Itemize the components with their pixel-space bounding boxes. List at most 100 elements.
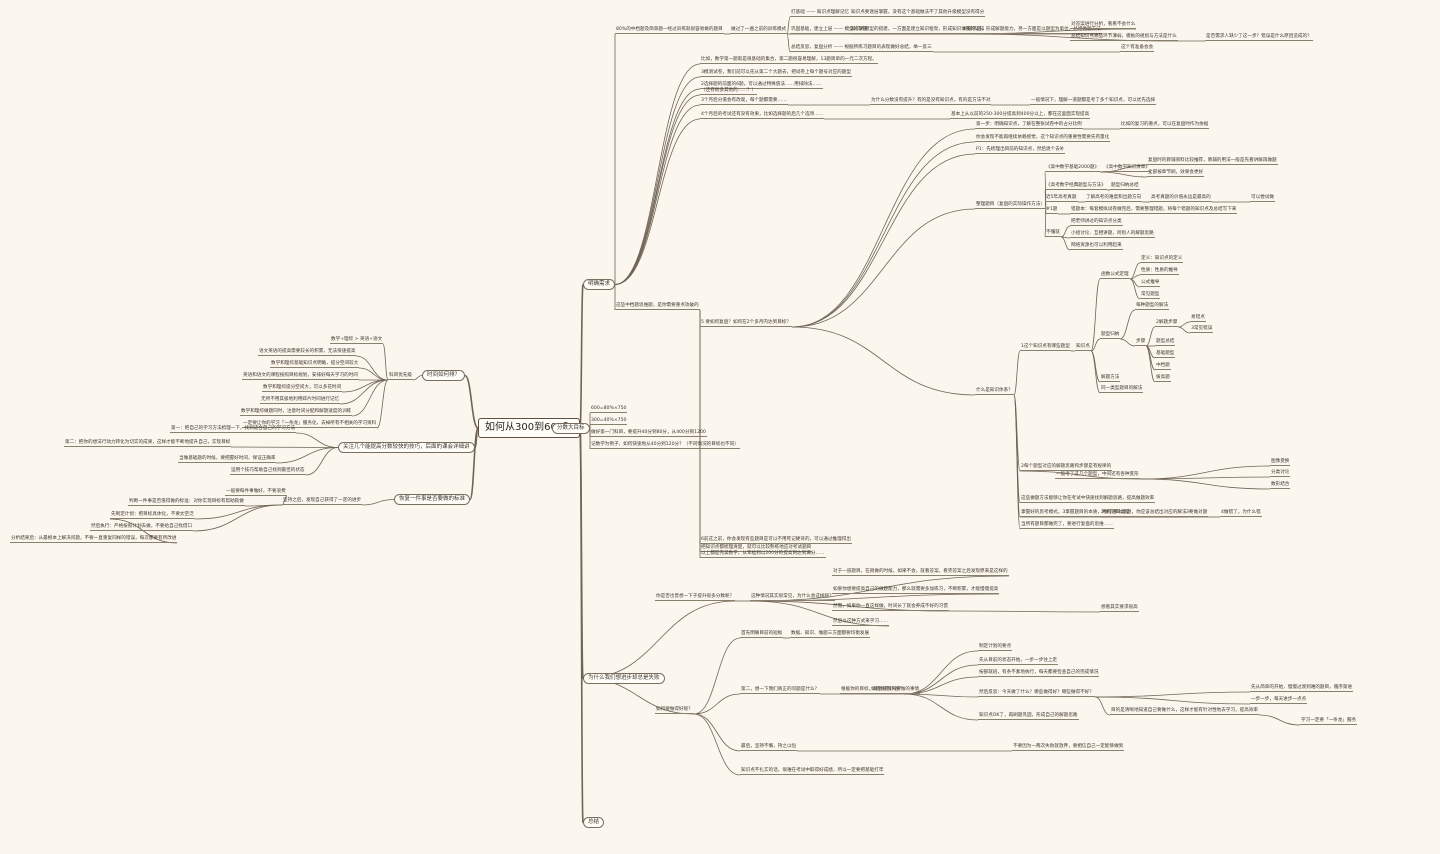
topic-node-n77[interactable]: 把知识点都梳理清楚，就可以比较熟练地应对考试题目 [700,545,813,552]
topic-node-n27[interactable]: P1：先梳理出目前的知识点，然后逐个去补 [975,147,1066,154]
branch-topic-b7[interactable]: 总结 [583,817,605,828]
topic-node-n24[interactable]: 第一步：明确知识点，了解在整张试卷中的占分比例 [975,122,1083,129]
topic-node-n7[interactable]: 刷题巩固，形成解题能力，另一方面是以题型为单位，总结做题方法 [962,27,1102,34]
topic-node-n109[interactable]: 首先明确目前的短板 [740,631,784,638]
topic-node-n46[interactable]: 1这个知识点有哪些题型 [1020,344,1071,351]
topic-node-n44[interactable]: 网络资源也可以利用起来 [1070,243,1123,250]
topic-node-n43[interactable]: 小组讨论、互相讲题，听别人的解题思路 [1070,231,1155,238]
topic-node-n40[interactable]: 错题本：每套模拟试卷做完后，需要整理错题，将每个错题的知识点及总结写下来 [1070,207,1238,214]
topic-node-n56[interactable]: 2解题步骤 [1155,320,1179,327]
topic-node-n21[interactable]: 基本上从以前的250-300分提高到400分以上，都在这里面实现提高 [950,112,1091,119]
topic-node-n75[interactable]: 当所有题目都做完了，要进行复盘的思维…… [1020,522,1114,529]
topic-node-n126[interactable]: 学习一定要「一条龙」服务 [1300,718,1358,725]
topic-node-n73[interactable]: 3要做对题 [1185,510,1209,517]
topic-node-n69[interactable]: 数形结合 [1270,482,1291,489]
topic-node-n53[interactable]: 题型归纳 [1100,332,1121,339]
topic-node-n115[interactable]: 先从目前的状态开始，一步一步往上走 [978,658,1059,665]
topic-node-n125[interactable]: 一步一步，每天进步一点点 [1250,697,1308,704]
topic-node-n79[interactable]: 600=80%×750 [590,406,628,413]
topic-node-n111[interactable]: 第二，想一下我们真正的问题是什么？ [740,687,821,694]
topic-node-n103[interactable]: 这种情况其实很常见，为什么会这样呢？ [750,594,835,601]
topic-node-n49[interactable]: 定义：知识点的定义 [1140,256,1184,263]
topic-node-n23[interactable]: 5 要如何复盘？如何在2个多月内达到目标？ [700,320,792,327]
topic-node-n114[interactable]: 制定计划的要点 [978,644,1013,651]
topic-node-n118[interactable]: 如何要做得好呢？ [655,707,694,714]
topic-node-n55[interactable]: 步骤 [1135,339,1147,346]
topic-node-n42[interactable]: 把老师讲过的知识点分类 [1070,219,1123,226]
topic-node-n66[interactable]: 一般考了这几个题型，中间还有各种变形 [1055,472,1140,479]
topic-node-n48[interactable]: 函数公式定理 [1100,272,1130,279]
topic-node-n122[interactable]: 知识点OK了，再刷题巩固，形成自己的解题思路 [978,713,1079,720]
topic-node-n67[interactable]: 图像变换 [1270,459,1291,466]
topic-node-n83[interactable]: 数学+理综 > 英语+语文 [330,337,384,344]
topic-node-n116[interactable]: 按部就班，有条不紊地执行，每天都要检查自己的完成情况 [978,670,1100,677]
topic-node-n34[interactable]: 题型归纳总结 [1110,183,1140,190]
topic-node-n58[interactable]: 3常见错误 [1190,326,1214,333]
topic-node-n6[interactable]: 知识点模型的搭建，一方面是建立知识框架，形成知识体系的认知 [850,27,986,34]
topic-node-n74[interactable]: 4做错了，为什么错 [1220,510,1262,517]
topic-node-n92[interactable]: 第一：把自己的学习方法梳理一下，找到适合自己的学习方法 [170,426,297,433]
topic-node-n33[interactable]: 《高考数学经典题型与方法》 [1045,183,1107,190]
topic-node-n29[interactable]: 《高中数学基础2000题》 [1045,165,1101,172]
topic-node-n98[interactable]: 先制定计划：把目标具体化，不要太空泛 [110,512,195,519]
topic-node-n2[interactable]: 做过了一遍之前的训练模式 [730,27,788,34]
topic-node-n101[interactable]: 分析结果后：从最根本上解决问题，不要一直重复同样的错误，每次都要有所改进 [10,536,178,543]
topic-node-n14[interactable]: 3模测试卷，我们前可以先从第二个大题去，把试卷上每个题号对应的题型 [700,70,852,77]
topic-node-n110[interactable]: 数据、知识、做题三方面都要均衡发展 [790,631,871,638]
topic-node-n65[interactable]: 2每个题型对应的解题思路和步骤是有规律的 [1020,464,1113,471]
branch-topic-b6[interactable]: 为什么我们想进步却总是失败 [583,673,665,684]
topic-node-n28[interactable]: 整理题目（复盘的实际操作方法） [975,202,1046,209]
topic-node-n119[interactable]: 最后，坚持不懈，持之以恒 [740,744,798,751]
topic-node-n9[interactable]: 总结知识点哪些环节薄弱，模板的规划与方法是什么 [1070,34,1178,41]
topic-node-n26[interactable]: 你会发现不能再继续依赖感觉，这个知识点的重要性需要先有量化 [975,135,1111,142]
topic-node-n10[interactable]: 是否需求人缺少了这一步？错误是什么原因造成的？ [1205,34,1313,41]
topic-node-n15[interactable]: 2选择题的前面的6题，可以通过特殊值法……用排除法…… [700,82,823,89]
topic-node-n36[interactable]: 了解高考的难度和出题方向 [1085,195,1143,202]
topic-node-n8[interactable]: 对答案进行分析，看看不会什么 [1070,22,1137,29]
topic-node-n57[interactable]: 易错点 [1190,315,1206,322]
topic-node-n31[interactable]: 复盘时的教辅资料比较推荐，教辅的用法一般是先看讲解再做题 [1147,158,1278,165]
topic-node-n108[interactable]: 想看其实要求很高 [1100,605,1139,612]
topic-node-n81[interactable]: 做好第一门科目，要提升40分到80分，从400分到1200 [590,430,707,437]
topic-node-n52[interactable]: 常见题型 [1140,292,1161,299]
topic-node-n12[interactable]: 这个有准备会会 [1120,45,1155,52]
topic-node-n19[interactable]: 一般情况下，理解一道题都是考了多个知识点，可以优先选择 [1030,98,1157,105]
topic-node-n91[interactable]: 一定要让你的学习「一条龙」服务化，去掉所有不相关的学习资料 [242,421,378,428]
topic-node-n71[interactable]: 掌握好的思考模式，3掌握题目的本质，判断题目类型 [1020,510,1131,517]
topic-node-n99[interactable]: 然后执行：严格按照计划去做，不要给自己找借口 [90,524,194,531]
topic-node-n32[interactable]: 全部按章节刷，效果会更好 [1147,170,1205,177]
topic-node-n35[interactable]: 近5年高考真题 [1045,195,1078,202]
topic-node-n85[interactable]: 数学和理综基础知识点明确，提分空间较大 [270,361,360,368]
topic-node-n25[interactable]: 比如的复习的重点，可以在复盘时作为依据 [1120,122,1210,129]
topic-node-n39[interactable]: #1题 [1045,207,1059,214]
topic-node-n121[interactable]: 知识点不扎实的话，很难在考试中取得好成绩，所以一定要把基础打牢 [740,768,885,775]
topic-node-n61[interactable]: 中档题 [1155,363,1171,370]
topic-node-n88[interactable]: 数学和理综提分空间大，可以多花时间 [262,385,343,392]
topic-node-n102[interactable]: 你是否也曾想一下子提升很多分数呢？ [655,594,736,601]
topic-node-n72[interactable]: 2做了那么多题，你应该总结出对应的解法 [1100,510,1188,517]
topic-node-n106[interactable]: 然而，如果你一直这样做，时间长了就会养成不好的习惯 [832,604,949,611]
topic-node-n38[interactable]: 可以尝试做 [1250,195,1275,202]
topic-node-n47[interactable]: 知识点 [1075,344,1091,351]
topic-node-n94[interactable]: 当做基础题的时候，要把握好时间，保证正确率 [178,456,277,463]
branch-topic-b2[interactable]: 时间如何排？ [422,370,466,381]
topic-node-n4[interactable]: 知识点要逐层掌握，没有这个基础做法不了其他升级模型没有得分 [850,10,986,17]
topic-node-n50[interactable]: 性质：性质的推导 [1140,268,1179,275]
topic-node-n17[interactable]: 3个月后分值会有改观，每个题都需要…… [700,98,788,105]
topic-node-n11[interactable]: 总结反思，复盘分析 —— 根据所练习题目的表现做好总结，举一反三 [790,45,933,52]
topic-node-n76[interactable]: 6前这之前，你会发现有些题目是可以不用死记硬背的，可以通过推理得出 [700,537,852,544]
topic-node-n18[interactable]: 为什么分数没有提升？有的是没有知识点，有的是方法不对 [870,98,992,105]
topic-node-n90[interactable]: 数学和理综做题同时，注意时间分配和解题速度的训练 [240,409,353,416]
topic-node-n96[interactable]: 一般要每件事做好，不要浪费 [225,489,287,496]
topic-node-n86[interactable]: 科目优先级 [388,373,413,380]
topic-node-n41[interactable]: 不懂就 [1045,230,1061,237]
topic-node-n78[interactable]: 以上都是完美数学，从笨拙到以200分的提高到达到满分…… [700,551,826,558]
topic-node-n107[interactable]: 然后以这种方式来学习…… [832,619,890,626]
branch-topic-b5[interactable]: 恢复一件事是否要做的标准 [394,494,471,505]
topic-node-n123[interactable]: 目的是清晰地知道自己要做什么，这样才能有针对性地去学习，提高效率 [1110,708,1260,715]
topic-node-n37[interactable]: 高考真题的价值永远是最高的 [1150,195,1212,202]
topic-node-n63[interactable]: 解题方法 [1100,375,1121,382]
topic-node-n89[interactable]: 无所不用其极地利用碎片时间进行记忆 [260,397,341,404]
branch-topic-b3[interactable]: 分数大目标 [552,423,590,434]
topic-node-n120[interactable]: 不要因为一两次失败就放弃，要相信自己一定能够做到 [1012,744,1125,751]
